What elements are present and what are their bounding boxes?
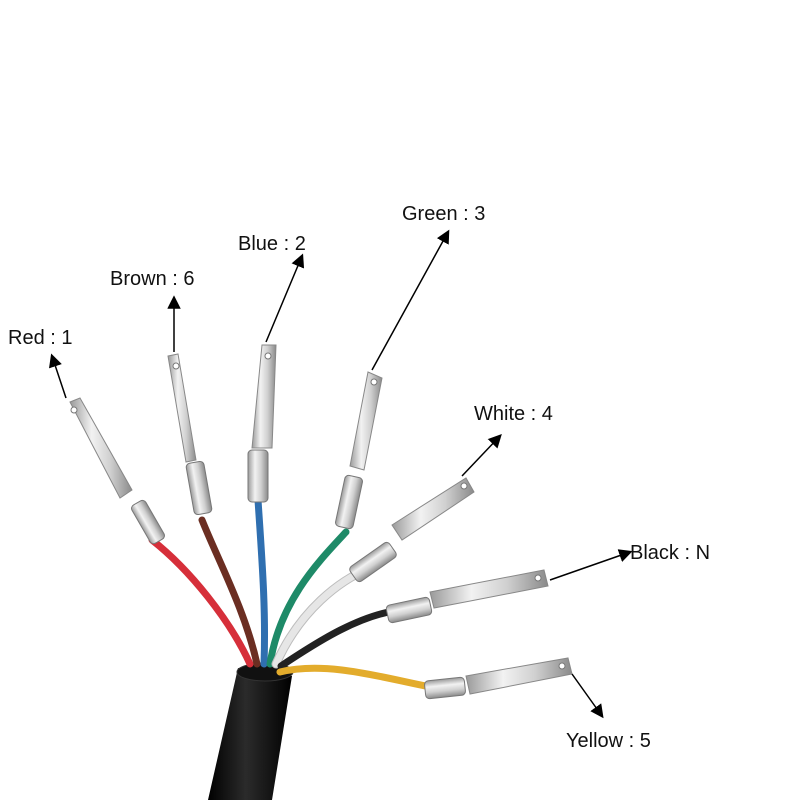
arrow-green — [371, 229, 450, 371]
label-yellow: Yellow : 5 — [566, 730, 651, 752]
wire-brown — [198, 516, 261, 668]
wire-yellow — [276, 664, 440, 692]
wire-white — [272, 564, 374, 668]
cable-jacket — [208, 668, 292, 800]
arrow-yellow — [571, 673, 604, 719]
wire-red — [148, 536, 254, 668]
wire-green — [266, 528, 350, 668]
terminal-brown — [167, 353, 213, 516]
label-white: White : 4 — [474, 403, 553, 425]
terminal-black — [385, 569, 549, 624]
terminal-green — [335, 371, 383, 530]
arrow-red — [49, 353, 67, 399]
label-brown: Brown : 6 — [110, 268, 195, 290]
wire-blue — [254, 496, 269, 668]
terminal-blue — [247, 344, 277, 503]
label-green: Green : 3 — [402, 203, 486, 225]
arrow-blue — [265, 253, 305, 343]
label-blue: Blue : 2 — [238, 233, 306, 255]
label-red: Red : 1 — [8, 327, 73, 349]
label-black: Black : N — [630, 542, 711, 564]
arrow-white — [461, 434, 502, 477]
terminal-red — [69, 397, 165, 545]
arrow-black — [549, 549, 633, 581]
wire-white-outline — [271, 563, 375, 669]
terminal-white — [349, 477, 475, 583]
terminal-yellow — [424, 657, 573, 700]
